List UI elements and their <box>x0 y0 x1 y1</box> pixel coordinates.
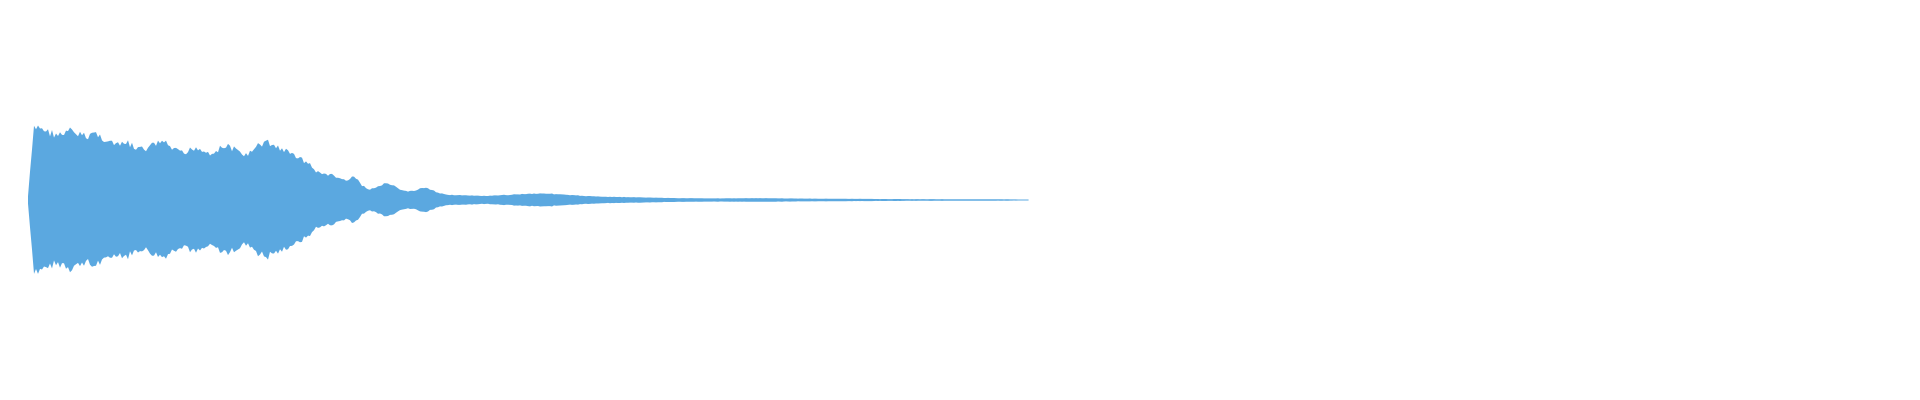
waveform-panel <box>28 125 1029 274</box>
audio-waveform <box>28 125 1029 274</box>
